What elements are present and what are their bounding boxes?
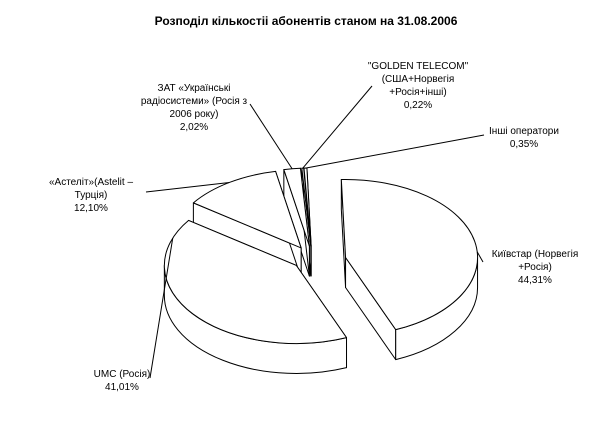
leader-line-urs bbox=[249, 103, 293, 170]
leader-line-astelit bbox=[145, 181, 230, 193]
slice-label-golden-telecom: "GOLDEN TELECOM" (США+Норвегія +Росія+ін… bbox=[367, 61, 469, 111]
slice-label-astelit: «Астеліт»(Astelit – Турція) 12,10% bbox=[48, 177, 134, 214]
slice-top-kyivstar bbox=[340, 179, 478, 331]
leader-line-golden-telecom bbox=[302, 85, 373, 169]
chart-title: Розподіл кількостіі абонентів станом на … bbox=[154, 14, 458, 28]
slice-top-urs bbox=[283, 167, 310, 247]
leader-line-kyivstar bbox=[476, 251, 484, 263]
slice-top-astelit bbox=[192, 170, 302, 249]
slice-label-urs: ЗАТ «Українські радіосистеми» (Росія з 2… bbox=[140, 83, 248, 133]
slice-label-other-operators: Інші оператори 0,35% bbox=[489, 126, 559, 150]
slice-label-umc: UMC (Росія) 41,01% bbox=[93, 369, 151, 393]
leader-line-other-operators bbox=[305, 134, 485, 169]
slice-label-kyivstar: Київстар (Норвегія +Росія) 44,31% bbox=[491, 249, 579, 286]
slice-top-umc bbox=[163, 219, 348, 344]
leader-line-umc bbox=[149, 238, 174, 379]
